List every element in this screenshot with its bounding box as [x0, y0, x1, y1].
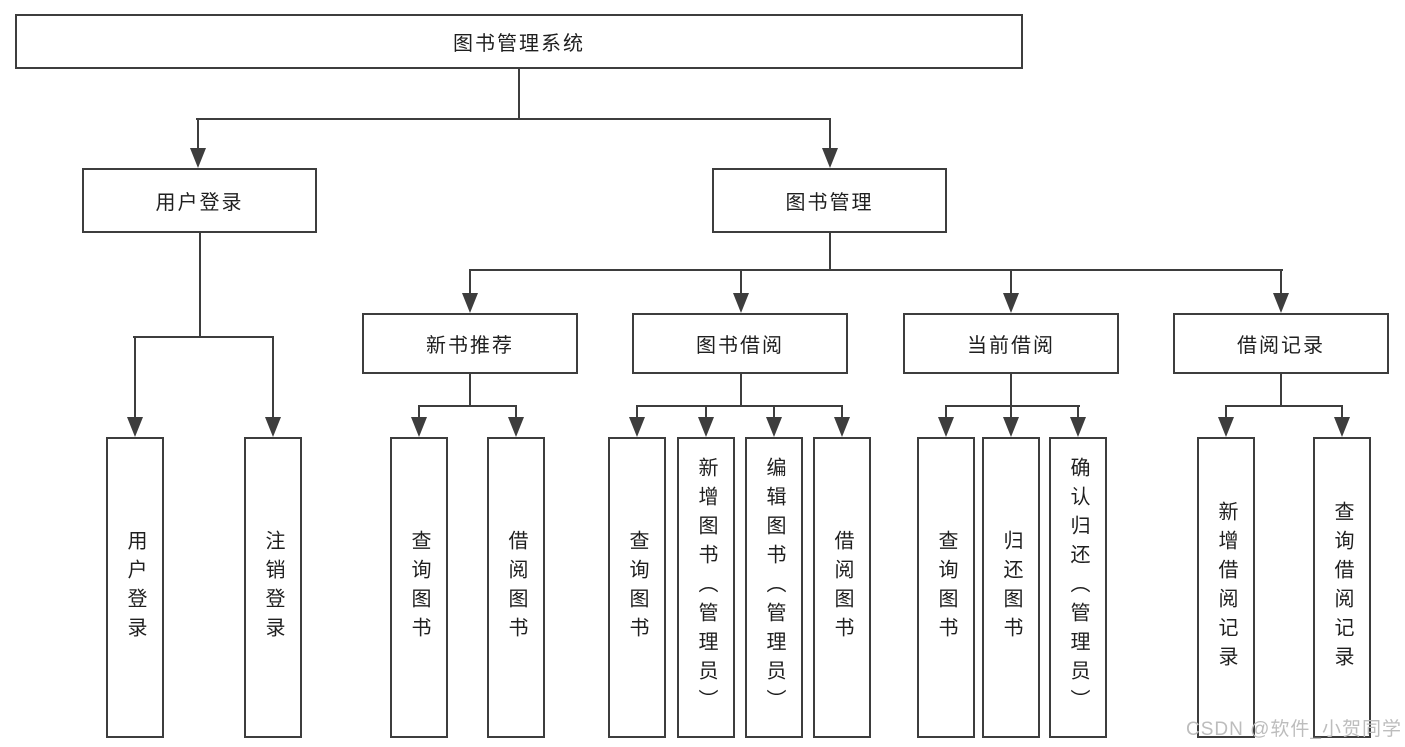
- connector-line: [1010, 373, 1012, 407]
- node-label: 查询借阅记录: [1331, 500, 1353, 675]
- arrow-down-icon: [126, 337, 144, 437]
- node-label: 借阅图书: [505, 529, 527, 646]
- leaf-query-books: 查询图书: [917, 437, 975, 738]
- connector-line: [945, 405, 1080, 407]
- node-label: 新书推荐: [426, 335, 514, 357]
- node-label: 归还图书: [1000, 529, 1022, 646]
- arrow-down-icon: [821, 119, 839, 168]
- leaf-borrow-books: 借阅图书: [813, 437, 871, 738]
- node-user-login: 用户登录: [82, 168, 317, 233]
- node-label: 查询图书: [408, 529, 430, 646]
- node-label: 当前借阅: [967, 335, 1055, 357]
- node-borrowing-records: 借阅记录: [1173, 313, 1389, 374]
- node-label: 编辑图书（管理员）: [763, 457, 785, 718]
- node-book-borrowing: 图书借阅: [632, 313, 848, 374]
- connector-line: [469, 269, 1283, 271]
- connector-line: [518, 68, 520, 120]
- arrow-down-icon: [189, 119, 207, 168]
- leaf-return-books: 归还图书: [982, 437, 1040, 738]
- arrow-down-icon: [1002, 406, 1020, 437]
- arrow-down-icon: [461, 270, 479, 313]
- connector-line: [829, 233, 831, 271]
- arrow-down-icon: [628, 406, 646, 437]
- arrow-down-icon: [507, 406, 525, 437]
- arrow-down-icon: [937, 406, 955, 437]
- node-label: 借阅图书: [831, 529, 853, 646]
- node-label: 借阅记录: [1237, 335, 1325, 357]
- arrow-down-icon: [410, 406, 428, 437]
- node-label: 新增图书（管理员）: [695, 457, 717, 718]
- node-label: 查询图书: [626, 529, 648, 646]
- node-label: 用户登录: [124, 529, 146, 646]
- connector-line: [1280, 373, 1282, 407]
- arrow-down-icon: [697, 406, 715, 437]
- arrow-down-icon: [1069, 406, 1087, 437]
- connector-line: [1225, 405, 1343, 407]
- arrow-down-icon: [1217, 406, 1235, 437]
- leaf-query-books: 查询图书: [390, 437, 448, 738]
- arrow-down-icon: [1272, 270, 1290, 313]
- arrow-down-icon: [1002, 270, 1020, 313]
- node-label: 注销登录: [262, 529, 284, 646]
- connector-line: [469, 373, 471, 407]
- leaf-borrow-books: 借阅图书: [487, 437, 545, 738]
- node-label: 用户登录: [155, 192, 244, 214]
- arrow-down-icon: [765, 406, 783, 437]
- connector-line: [196, 118, 831, 120]
- connector-line: [199, 233, 201, 338]
- arrow-down-icon: [1333, 406, 1351, 437]
- leaf-query-books: 查询图书: [608, 437, 666, 738]
- node-label: 图书借阅: [696, 335, 784, 357]
- leaf-add-books-admin: 新增图书（管理员）: [677, 437, 735, 738]
- node-label: 确认归还（管理员）: [1067, 457, 1089, 718]
- node-library-management-system: 图书管理系统: [15, 14, 1023, 69]
- node-new-book-recommendation: 新书推荐: [362, 313, 578, 374]
- arrow-down-icon: [264, 337, 282, 437]
- connector-line: [418, 405, 517, 407]
- arrow-down-icon: [833, 406, 851, 437]
- connector-line: [740, 373, 742, 407]
- node-label: 新增借阅记录: [1215, 500, 1237, 675]
- leaf-user-login: 用户登录: [106, 437, 164, 738]
- node-label: 查询图书: [935, 529, 957, 646]
- leaf-edit-books-admin: 编辑图书（管理员）: [745, 437, 803, 738]
- csdn-watermark: CSDN @软件_小贺同学: [1186, 719, 1402, 740]
- leaf-confirm-return-admin: 确认归还（管理员）: [1049, 437, 1107, 738]
- arrow-down-icon: [732, 270, 750, 313]
- node-book-management: 图书管理: [712, 168, 947, 233]
- connector-line: [133, 336, 274, 338]
- leaf-logout: 注销登录: [244, 437, 302, 738]
- node-current-borrowing: 当前借阅: [903, 313, 1119, 374]
- leaf-add-borrow-record: 新增借阅记录: [1197, 437, 1255, 738]
- leaf-query-borrow-record: 查询借阅记录: [1313, 437, 1371, 738]
- node-label: 图书管理系统: [453, 33, 585, 55]
- connector-line: [636, 405, 843, 407]
- node-label: 图书管理: [785, 192, 874, 214]
